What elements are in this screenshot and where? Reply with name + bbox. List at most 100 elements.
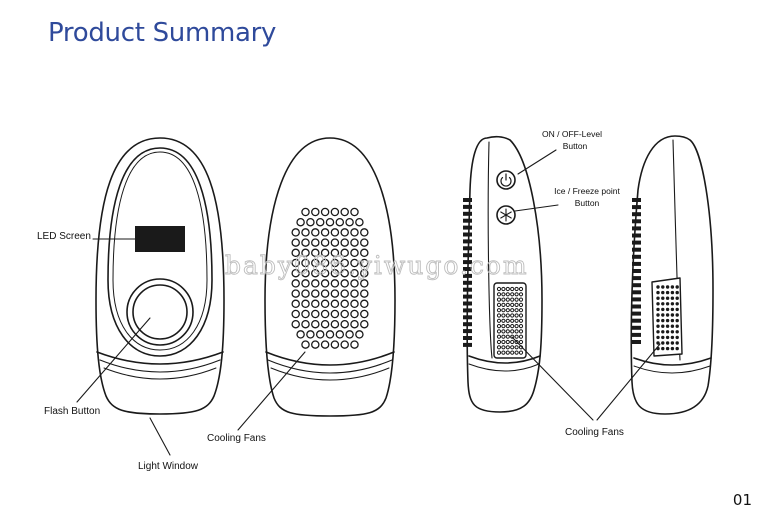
cooling-vent-hole — [670, 290, 675, 295]
cooling-vent-hole — [320, 207, 330, 217]
cooling-vent-hole — [350, 279, 359, 288]
cooling-vent-hole — [510, 329, 515, 334]
cooling-vent-hole — [330, 299, 340, 309]
cooling-vent-hole — [656, 285, 660, 289]
led-screen — [135, 226, 185, 252]
cooling-vent-hole — [656, 324, 660, 328]
cooling-vent-hole — [665, 346, 670, 351]
cooling-vent-hole — [665, 302, 670, 306]
cooling-vent-hole — [320, 248, 330, 258]
label-cooling-fans-side: Cooling Fans — [565, 427, 624, 438]
cooling-vent-hole — [325, 217, 335, 227]
cooling-vent-hole — [311, 279, 320, 288]
cooling-vent-hole — [514, 302, 519, 307]
grip-slat — [632, 283, 641, 288]
cooling-vent-hole — [496, 329, 502, 334]
cooling-vent-hole — [311, 228, 320, 237]
grip-slat — [463, 267, 472, 271]
cooling-vent-hole — [340, 299, 349, 309]
cooling-vent-hole — [514, 297, 519, 302]
cooling-vent-hole — [510, 313, 515, 318]
cooling-vent-hole — [311, 268, 320, 278]
grip-slat — [463, 204, 472, 209]
grip-slat — [463, 211, 472, 216]
cooling-vent-hole — [661, 346, 665, 351]
cooling-vent-hole — [675, 346, 679, 351]
cooling-vent-hole — [291, 228, 300, 237]
watermark: baby086.yiwugo.com — [225, 251, 529, 280]
cooling-vent-hole — [340, 319, 349, 329]
cooling-vent-hole — [345, 330, 354, 339]
grip-slat — [632, 254, 641, 259]
cooling-vent-hole — [505, 345, 510, 350]
cooling-vent-hole — [518, 292, 524, 297]
cooling-vent-hole — [514, 345, 519, 350]
label-light-window: Light Window — [138, 461, 199, 472]
grip-slat — [632, 205, 641, 210]
cooling-vent-hole — [665, 335, 670, 340]
grip-slat — [463, 253, 472, 258]
cooling-vent-hole — [340, 258, 349, 268]
grip-slat — [632, 247, 641, 252]
cooling-vent-hole — [301, 238, 310, 247]
grip-slat — [632, 198, 641, 202]
grip-slat — [463, 294, 472, 299]
page-title: Product Summary — [48, 18, 277, 48]
cooling-vent-hole — [350, 340, 359, 349]
grip-slat — [463, 218, 472, 223]
cooling-vent-hole — [291, 238, 300, 247]
cooling-vent-hole — [501, 297, 506, 302]
cooling-vent-hole — [675, 313, 679, 317]
cooling-vent-hole — [501, 334, 506, 339]
cooling-vent-hole — [340, 289, 349, 298]
cooling-vent-hole — [665, 330, 670, 334]
grip-slat — [632, 240, 641, 245]
cooling-vent-hole — [675, 341, 679, 345]
cooling-vent-hole — [360, 228, 369, 237]
cooling-vent-hole — [320, 319, 330, 329]
cooling-vent-hole — [315, 217, 325, 227]
side-cooling-vents — [496, 286, 524, 355]
cooling-vent-hole — [656, 296, 660, 300]
cooling-vent-hole — [291, 289, 300, 298]
cooling-vent-hole — [514, 339, 519, 345]
cooling-vent-hole — [665, 285, 670, 289]
cooling-vent-hole — [505, 313, 510, 318]
grip-slat — [463, 287, 472, 292]
cooling-vent-hole — [656, 341, 660, 345]
cooling-vent-hole — [675, 318, 679, 323]
cooling-vent-hole — [670, 335, 675, 340]
cooling-vent-hole — [320, 279, 330, 288]
cooling-vent-hole — [501, 339, 506, 345]
cooling-vent-hole — [670, 285, 675, 289]
cooling-vent-hole — [496, 339, 502, 345]
grip-slat — [463, 322, 472, 327]
cooling-vent-hole — [670, 346, 675, 351]
cooling-vent-hole — [350, 258, 359, 268]
cooling-vent-hole — [510, 297, 515, 302]
cooling-vent-hole — [670, 296, 675, 300]
cooling-vent-hole — [505, 286, 510, 292]
flash-button — [126, 278, 194, 346]
cooling-vent-hole — [665, 307, 670, 312]
label-led-screen: LED Screen — [37, 231, 91, 242]
cooling-vent-hole — [311, 299, 320, 309]
cooling-vent-hole — [514, 292, 519, 297]
grip-slat — [632, 311, 641, 316]
cooling-vent-hole — [514, 313, 519, 318]
cooling-vent-hole — [306, 330, 315, 339]
grip-slat — [463, 246, 472, 251]
cooling-vent-hole — [661, 285, 665, 289]
cooling-vent-hole — [330, 340, 340, 349]
cooling-vent-hole — [670, 324, 675, 328]
cooling-vent-hole — [518, 339, 524, 345]
ice-button — [496, 205, 516, 225]
grip-slat — [463, 308, 472, 313]
cooling-vent-hole — [330, 319, 340, 329]
cooling-vent-hole — [656, 313, 660, 317]
cooling-vent-hole — [301, 279, 310, 288]
cooling-vent-hole — [355, 217, 364, 227]
cooling-vent-hole — [320, 238, 330, 247]
cooling-vent-hole — [675, 285, 679, 289]
